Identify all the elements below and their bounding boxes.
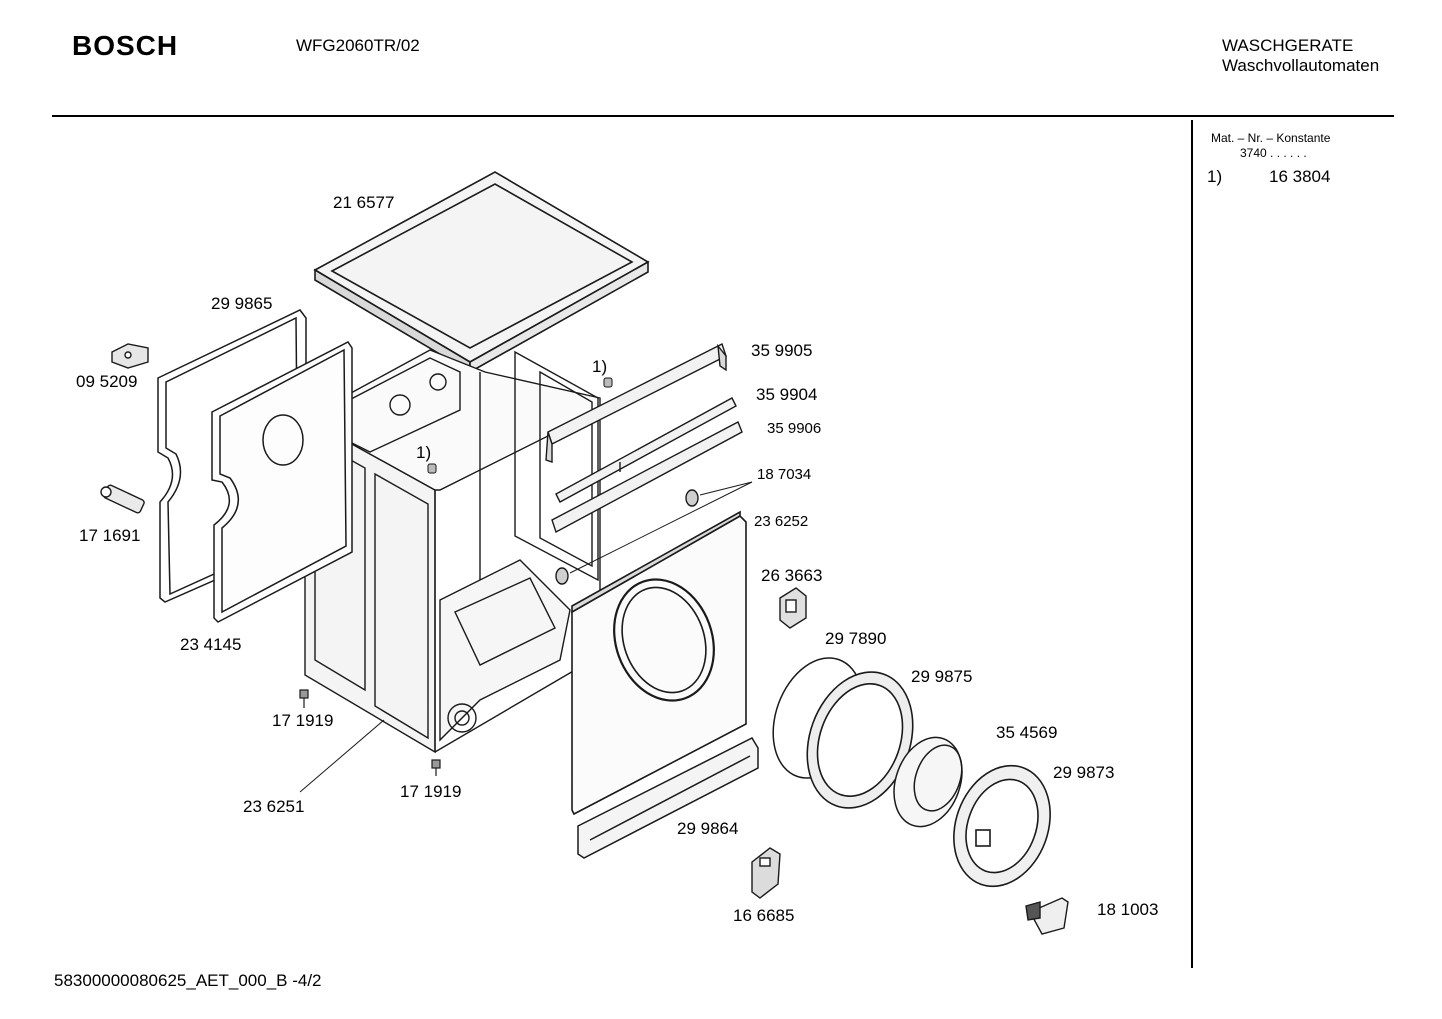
callout-front-panel: 23 6252	[754, 513, 809, 530]
door-frame-part	[953, 764, 1051, 888]
plinth-part	[577, 737, 759, 859]
callout-rail-lower: 35 9906	[767, 420, 822, 437]
callout-rail-top: 35 9905	[751, 341, 813, 360]
callout-hinge-bracket: 09 5209	[76, 372, 138, 391]
rail-top-part	[545, 343, 727, 463]
nut-note-mid	[427, 463, 437, 474]
rail-lower-part	[551, 421, 743, 534]
callout-rear-panel: 23 4145	[180, 635, 242, 654]
callout-door-lock: 26 3663	[761, 566, 823, 585]
door-handle-part	[1025, 897, 1069, 935]
side-panels-leader	[299, 719, 385, 793]
rear-panel-part	[211, 341, 353, 623]
side-panel-note-part: 16 3804	[1269, 167, 1331, 186]
hinge-bracket-part	[111, 343, 149, 369]
front-panel-part	[571, 510, 747, 816]
top-cover-part	[313, 171, 650, 374]
callout-plinth: 29 9864	[677, 819, 739, 838]
screw-left-part	[299, 689, 309, 708]
callout-door-switch: 16 6685	[733, 906, 795, 925]
door-ring-part	[806, 671, 914, 809]
grommet-leader-1	[699, 481, 753, 496]
rail-middle-part	[555, 397, 737, 503]
grommet-leader-2	[569, 481, 753, 574]
category-subtitle: Waschvollautomaten	[1222, 56, 1380, 75]
callout-screw-bottom: 17 1919	[400, 782, 462, 801]
callout-hose-connector: 17 1691	[79, 526, 141, 545]
document-id: 58300000080625_AET_000_B -4/2	[54, 971, 322, 990]
callout-rear-gasket: 29 9865	[211, 294, 273, 313]
side-panel-title: Mat. – Nr. – Konstante	[1211, 131, 1331, 145]
callout-door-glass: 35 4569	[996, 723, 1058, 742]
callout-side-panels: 23 6251	[243, 797, 305, 816]
callout-door-ring: 29 9875	[911, 667, 973, 686]
nut-note-top	[603, 377, 613, 388]
callout-note-marker-mid: 1)	[416, 443, 432, 462]
brand-logo: BOSCH	[72, 30, 179, 61]
door-switch-part	[751, 847, 781, 899]
callout-door-handle: 18 1003	[1097, 900, 1159, 919]
door-lock-part	[779, 587, 807, 629]
side-panel-note-marker: 1)	[1207, 167, 1223, 186]
callout-door-frame: 29 9873	[1053, 763, 1115, 782]
callout-note-marker-top: 1)	[592, 357, 608, 376]
side-panel-constant: 3740 . . . . . .	[1240, 146, 1307, 160]
grommet-part	[555, 489, 699, 585]
callout-top-cover: 21 6577	[333, 193, 395, 212]
category-title: WASCHGERATE	[1222, 36, 1354, 55]
door-glass-part	[893, 736, 963, 828]
callout-screw-left: 17 1919	[272, 711, 334, 730]
model-number: WFG2060TR/02	[296, 36, 420, 55]
hose-connector-part	[100, 484, 145, 514]
screw-bottom-part	[431, 759, 441, 776]
callout-rail-middle: 35 9904	[756, 385, 818, 404]
callout-door-seal: 29 7890	[825, 629, 887, 648]
callout-grommet: 18 7034	[757, 466, 812, 483]
